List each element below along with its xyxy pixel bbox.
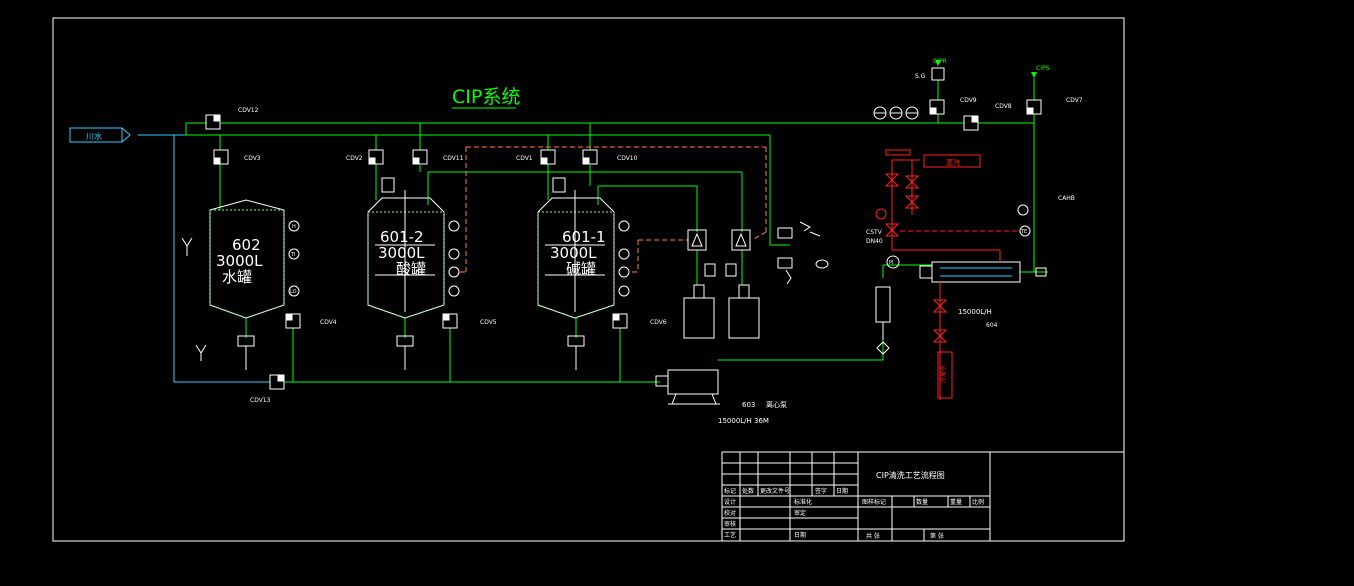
valve-label-cdv4: CDV4: [320, 319, 337, 326]
tb-header-3: 签字: [815, 487, 827, 495]
tank-602: 602 3000L 水罐: [209, 199, 285, 319]
heater-spec: 15000L/H: [958, 308, 992, 316]
tb-left-2: 审核: [724, 520, 736, 528]
tb-right-1: 数量: [916, 498, 928, 506]
tank-601-2-volume: 3000L: [378, 244, 425, 262]
tb-right-0: 图样标记: [862, 498, 886, 506]
tank-601-2-id: 601-2: [380, 228, 424, 246]
water-inlet-label: 川水: [86, 131, 102, 141]
dosing-pump-units: [683, 221, 829, 339]
heater-tag: 604: [986, 322, 998, 329]
valve-symbols: [205, 67, 1042, 390]
steam-label: 蒸汽: [946, 158, 960, 167]
title-block: [721, 451, 1125, 542]
heat-exchanger: [919, 261, 1047, 283]
filter-604: [875, 255, 900, 355]
tank-601-1-id: 601-1: [562, 228, 606, 246]
cips-label: CIPS: [1036, 65, 1050, 72]
tank-601-1-name: 碱罐: [566, 260, 596, 278]
valve-label-cdv8: CDV8: [995, 103, 1012, 110]
pump-tag: 603: [742, 401, 755, 409]
sensor-temp-label: TI: [290, 252, 296, 258]
valve-label-cdv13: CDV13: [250, 397, 271, 404]
process-pipes: [185, 78, 1048, 383]
pressure-gauge-icons: [873, 106, 1029, 216]
tank-602-id: 602: [232, 236, 261, 254]
sensor-low-label: LO: [290, 289, 297, 295]
condensate-label: 冷凝水: [939, 365, 947, 383]
tank-601-2-name: 酸罐: [396, 260, 426, 278]
tank-instruments: [288, 220, 630, 297]
tb-right-2: 重量: [950, 498, 962, 506]
heater-te-label: TE: [1020, 229, 1027, 235]
drain-valves: [181, 237, 585, 370]
valve-label-cdv12: CDV12: [238, 107, 259, 114]
tb-left-3: 工艺: [724, 531, 736, 539]
tb-sheet-count: 共 张: [866, 532, 880, 540]
valve-label-cdv1: CDV1: [516, 155, 533, 162]
tb-mid-0: 标准化: [794, 498, 812, 506]
sg-label: S.G: [915, 73, 926, 80]
steam-system: [875, 149, 1020, 400]
tb-sheet-number: 第 张: [930, 532, 944, 540]
heater-pi-label: PI: [889, 260, 894, 266]
tb-header-1: 处数: [742, 487, 754, 495]
sensor-high-label: H: [292, 224, 296, 230]
tb-header-2: 更改文件号: [760, 487, 790, 495]
valve-label-cdv2: CDV2: [346, 155, 363, 162]
tank-601-1: 601-1 3000L 碱罐: [537, 177, 615, 319]
tb-mid-1: 审定: [794, 509, 806, 517]
tb-header-4: 日期: [836, 487, 848, 495]
water-pipes: [69, 127, 283, 383]
steam-valve-label: CSTV: [866, 229, 883, 236]
tb-header-0: 标记: [724, 487, 736, 495]
valve-label-cdv5: CDV5: [480, 319, 497, 326]
diagram-title: CIP系统: [452, 86, 520, 108]
pump-spec: 15000L/H 36M: [718, 417, 769, 425]
tb-left-0: 设计: [724, 498, 736, 506]
tank-601-2: 601-2 3000L 酸罐: [367, 177, 445, 319]
steam-valve-size: DN40: [866, 238, 883, 245]
dosing-lines: [460, 146, 767, 273]
tb-right-3: 比例: [972, 498, 984, 506]
tank-602-volume: 3000L: [216, 252, 263, 270]
valve-label-cdv6: CDV6: [650, 319, 667, 326]
centrifugal-pump-603: [655, 369, 720, 405]
valve-label-cdv10: CDV10: [617, 155, 638, 162]
tank-602-name: 水罐: [222, 268, 252, 286]
pump-name: 离心泵: [766, 400, 787, 409]
cah-label: CAHB: [1058, 195, 1075, 202]
valve-label-cdv11: CDV11: [443, 155, 464, 162]
drawing-title: CIP清洗工艺流程图: [876, 470, 945, 480]
valve-label-cdv7: CDV7: [1066, 97, 1083, 104]
tb-left-1: 校对: [724, 509, 736, 517]
tb-mid-2: 日期: [794, 531, 806, 539]
tank-601-1-volume: 3000L: [550, 244, 597, 262]
valve-label-cdv9: CDV9: [960, 97, 977, 104]
drawing-frame: [52, 17, 1125, 542]
valve-label-cdv3: CDV3: [244, 155, 261, 162]
